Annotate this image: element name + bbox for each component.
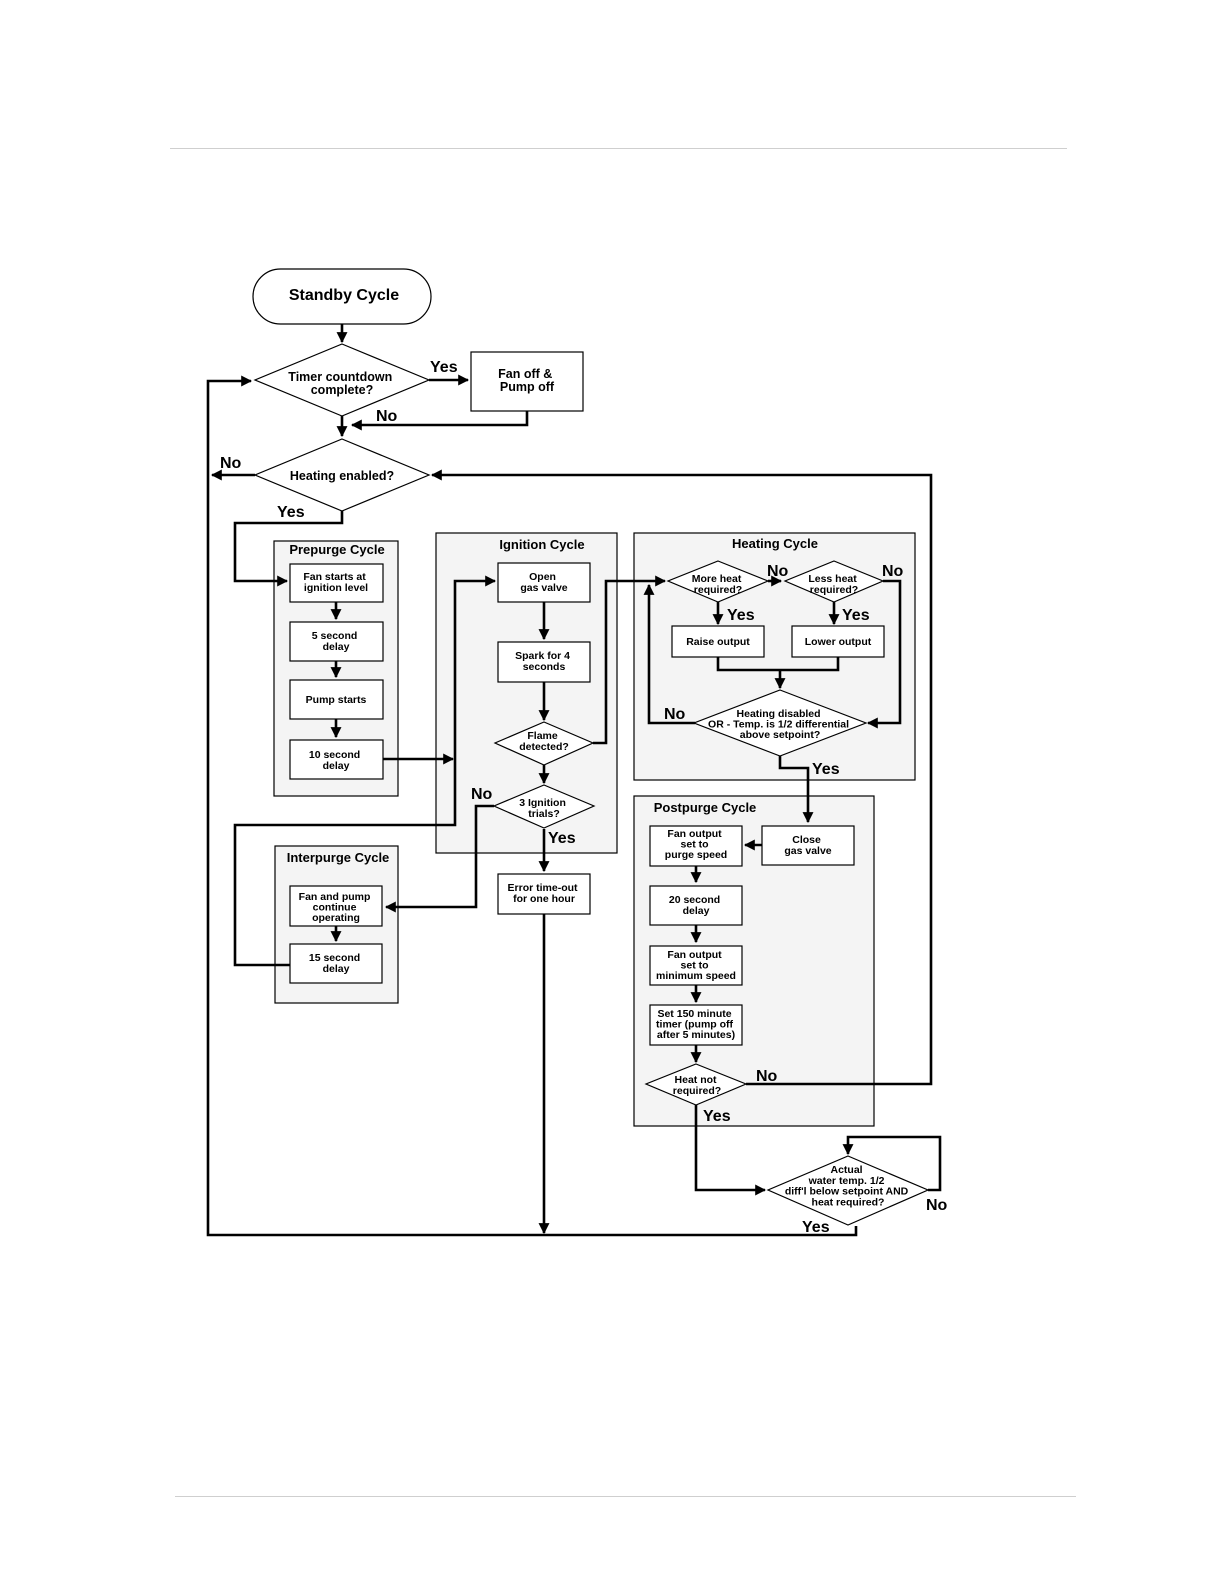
trials-no-label: No (471, 786, 493, 803)
actual-water-temp-text: Actual water temp. 1/2 diff'l below setp… (785, 1164, 911, 1208)
heating-disabled-no-label: No (664, 706, 686, 723)
lower-output-box (791, 625, 885, 658)
heating-enabled-yes-label: Yes (277, 504, 305, 521)
fan-purge-speed-box (649, 825, 743, 867)
interpurge-15-second-delay-text: 15 second delay (309, 952, 363, 975)
raise-output-text: Raise output (686, 636, 750, 648)
set-timer-box (649, 1004, 743, 1046)
postpurge-20-second-delay-text: 20 second delay (669, 894, 723, 917)
open-gas-valve-text: Open gas valve (520, 571, 567, 594)
less-heat-decision (783, 560, 885, 603)
fan-purge-speed-text: Fan output set to purge speed (665, 828, 727, 861)
fan-pump-continue-text: Fan and pump continue operating (299, 891, 374, 924)
less-heat-text: Less heat required? (808, 573, 859, 596)
less-heat-yes-label: Yes (842, 607, 870, 624)
prepurge-pump-starts-box (289, 679, 384, 720)
more-heat-no-label: No (767, 563, 789, 580)
postpurge-20-second-delay-box (649, 885, 743, 926)
more-heat-decision (666, 560, 770, 603)
ignition-trials-decision (492, 784, 596, 829)
standby-cycle-terminal (252, 268, 432, 325)
heating-disabled-decision (692, 689, 868, 757)
error-timeout-text: Error time-out for one hour (508, 882, 581, 905)
heat-not-required-decision (644, 1063, 748, 1106)
ignition-title: Ignition Cycle (499, 537, 584, 552)
spark-text: Spark for 4 seconds (515, 650, 573, 673)
more-heat-yes-label: Yes (727, 607, 755, 624)
ignition-trials-text: 3 Ignition trials? (519, 797, 569, 820)
connectors (206, 324, 942, 1237)
fan-minimum-speed-text: Fan output set to minimum speed (656, 949, 736, 982)
heating-enabled-text: Heating enabled? (290, 469, 394, 483)
raise-output-box (671, 625, 765, 658)
interpurge-title: Interpurge Cycle (287, 850, 390, 865)
set-timer-text: Set 150 minute timer (pump off after 5 m… (656, 1008, 736, 1041)
prepurge-fan-starts-text: Fan starts at ignition level (303, 571, 368, 594)
heating-disabled-text: Heating disabled OR - Temp. is 1/2 diffe… (708, 708, 852, 741)
flame-detected-text: Flame detected? (519, 730, 569, 753)
fan-pump-off-text: Fan off & Pump off (498, 367, 556, 394)
fan-pump-off-box (470, 351, 584, 412)
trials-yes-label: Yes (548, 830, 576, 847)
fan-pump-continue-box (289, 885, 383, 927)
prepurge-title: Prepurge Cycle (289, 542, 384, 557)
less-heat-no-label: No (882, 563, 904, 580)
interpurge-15-second-delay-box (289, 943, 383, 984)
standby-cycle-label: Standby Cycle (289, 287, 399, 304)
top-rule (170, 148, 1067, 149)
prepurge-10-second-delay-text: 10 second delay (309, 749, 363, 772)
heat-not-required-text: Heat not required? (673, 1074, 721, 1097)
heat-not-required-yes-label: Yes (703, 1108, 731, 1125)
heating-enabled-decision (253, 438, 431, 512)
actual-temp-yes-label: Yes (802, 1219, 830, 1236)
timer-yes-label: Yes (430, 359, 458, 376)
heat-not-required-no-label: No (756, 1068, 778, 1085)
heating-enabled-no-label: No (220, 455, 242, 472)
close-gas-valve-box (761, 825, 855, 866)
timer-countdown-text: Timer countdown complete? (288, 370, 395, 397)
timer-countdown-decision (253, 343, 431, 417)
spark-box (497, 641, 591, 683)
lower-output-text: Lower output (805, 636, 872, 648)
flame-detected-decision (493, 721, 595, 766)
heating-disabled-yes-label: Yes (812, 761, 840, 778)
actual-water-temp-decision (766, 1155, 930, 1226)
timer-no-label: No (376, 408, 398, 425)
postpurge-title: Postpurge Cycle (654, 800, 757, 815)
open-gas-valve-box (497, 562, 591, 603)
actual-temp-no-label: No (926, 1197, 948, 1214)
more-heat-text: More heat required? (692, 573, 745, 596)
heating-title: Heating Cycle (732, 536, 818, 551)
prepurge-pump-starts-text: Pump starts (306, 694, 367, 706)
prepurge-10-second-delay-box (289, 739, 384, 780)
fan-minimum-speed-box (649, 945, 743, 986)
prepurge-fan-starts-box (289, 563, 384, 603)
bottom-rule (175, 1496, 1076, 1497)
error-timeout-box (497, 873, 591, 915)
close-gas-valve-text: Close gas valve (784, 834, 831, 857)
prepurge-5-second-delay-text: 5 second delay (312, 630, 360, 653)
prepurge-5-second-delay-box (289, 621, 384, 662)
